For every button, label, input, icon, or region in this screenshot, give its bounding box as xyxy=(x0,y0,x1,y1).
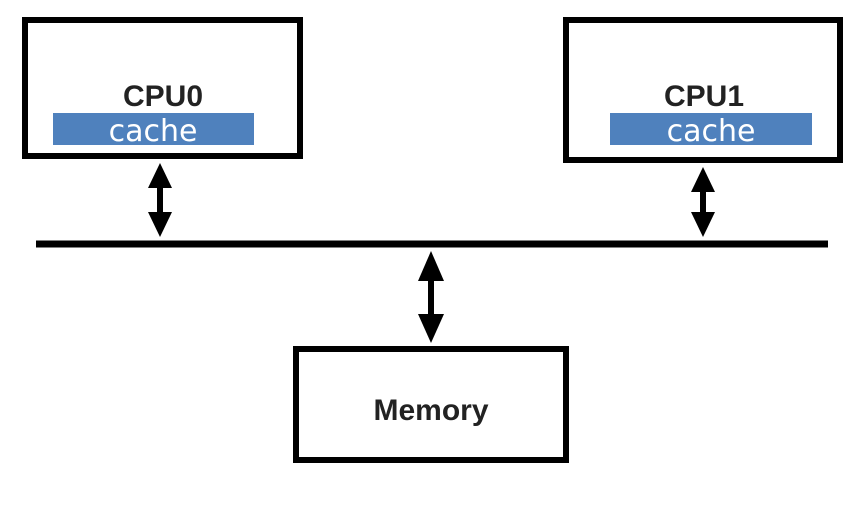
memory-label: Memory xyxy=(373,394,488,427)
cpu1-label: CPU1 xyxy=(664,80,744,113)
cpu1-cache-label: cache xyxy=(667,114,756,149)
cpu0-node: CPU0 cache xyxy=(22,17,303,159)
memory-box xyxy=(293,346,569,463)
cpu1-cache xyxy=(610,113,812,145)
cpu0-label: CPU0 xyxy=(123,80,203,113)
cpu1-bus-arrow-icon xyxy=(691,167,715,237)
memory-bus-arrow-icon xyxy=(418,251,444,343)
cpu1-node: CPU1 cache xyxy=(563,17,843,163)
cpu0-cache-label: cache xyxy=(109,114,198,149)
cpu0-cache xyxy=(53,113,254,145)
memory-node: Memory xyxy=(293,346,569,463)
cpu0-bus-arrow-icon xyxy=(148,163,172,237)
